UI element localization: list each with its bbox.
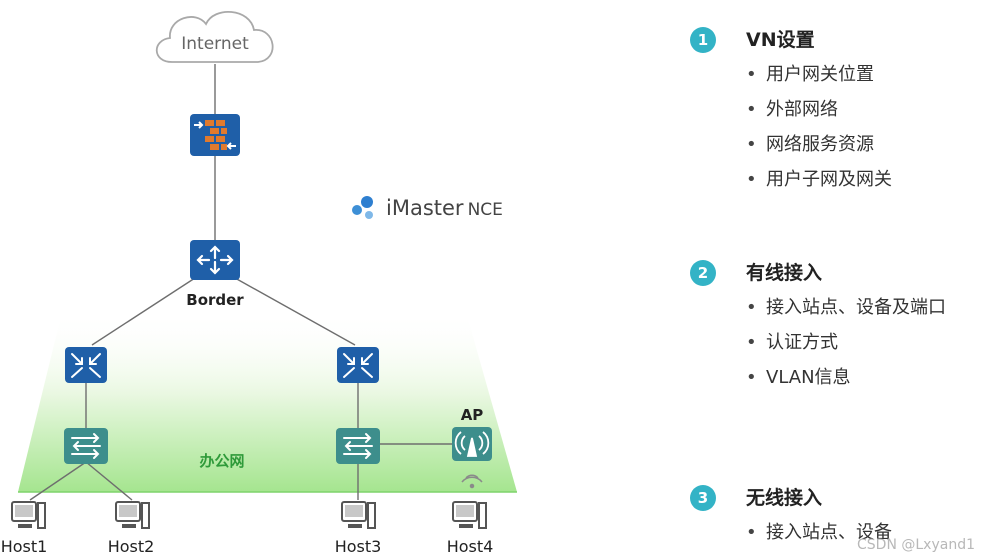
host4-computer-icon bbox=[452, 501, 487, 529]
list-item: 外部网络 bbox=[746, 92, 892, 127]
ap-label: AP bbox=[461, 406, 484, 424]
host2-computer-icon bbox=[115, 501, 150, 529]
step-items: 用户网关位置 外部网络 网络服务资源 用户子网及网关 bbox=[746, 57, 892, 197]
imaster-logo-icon bbox=[352, 196, 373, 219]
network-topology-diagram: Internet Border bbox=[1, 10, 517, 556]
list-item: 接入站点、设备及端口 bbox=[746, 290, 946, 325]
left-access-switch-icon bbox=[64, 428, 108, 464]
list-item: 网络服务资源 bbox=[746, 127, 892, 162]
right-access-switch-icon bbox=[336, 428, 380, 464]
border-router-icon bbox=[190, 240, 240, 280]
brand-name: iMaster bbox=[386, 196, 464, 220]
step-number-badge: 2 bbox=[690, 260, 716, 286]
list-item: 用户网关位置 bbox=[746, 57, 892, 92]
right-aggregation-switch-icon bbox=[337, 347, 379, 383]
office-network-zone bbox=[18, 312, 517, 492]
step-title: 有线接入 bbox=[746, 262, 823, 284]
step-number-badge: 1 bbox=[690, 27, 716, 53]
list-item: 用户子网及网关 bbox=[746, 162, 892, 197]
left-aggregation-switch-icon bbox=[65, 347, 107, 383]
host4-label: Host4 bbox=[447, 537, 494, 556]
step-items: 接入站点、设备 bbox=[746, 515, 892, 550]
host3-label: Host3 bbox=[335, 537, 382, 556]
step-title: 无线接入 bbox=[746, 487, 823, 509]
wifi-signal-icon bbox=[461, 474, 483, 489]
host3-computer-icon bbox=[341, 501, 376, 529]
office-network-label: 办公网 bbox=[199, 452, 244, 470]
list-item: VLAN信息 bbox=[746, 360, 946, 395]
firewall-icon bbox=[190, 114, 240, 156]
host2-label: Host2 bbox=[108, 537, 155, 556]
access-point-icon bbox=[452, 427, 492, 461]
step-number-badge: 3 bbox=[690, 485, 716, 511]
list-item: 认证方式 bbox=[746, 325, 946, 360]
topology-links bbox=[29, 64, 452, 501]
border-label: Border bbox=[186, 291, 244, 309]
list-item: 接入站点、设备 bbox=[746, 515, 892, 550]
brand-suffix: NCE bbox=[467, 200, 503, 220]
internet-cloud-icon bbox=[155, 10, 274, 63]
step-items: 接入站点、设备及端口 认证方式 VLAN信息 bbox=[746, 290, 946, 395]
host1-label: Host1 bbox=[1, 537, 48, 556]
internet-label: Internet bbox=[181, 34, 249, 54]
host1-computer-icon bbox=[11, 501, 46, 529]
watermark: CSDN @Lxyand1 bbox=[857, 537, 975, 553]
step-title: VN设置 bbox=[746, 29, 815, 51]
